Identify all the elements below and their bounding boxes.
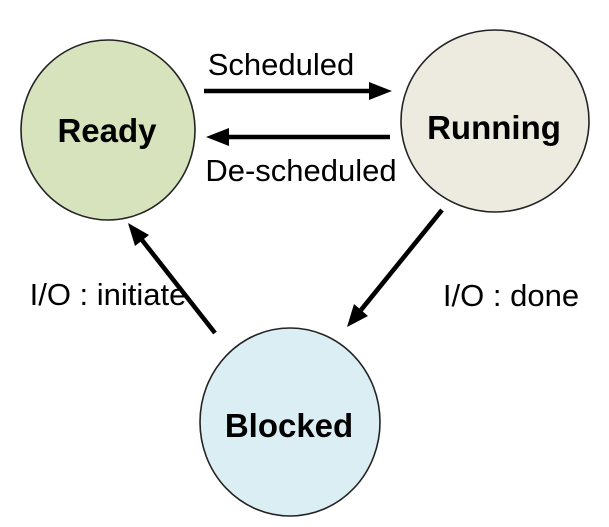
edge-io-done-line <box>140 238 217 335</box>
edge-io-done-arrowhead-icon <box>128 223 149 246</box>
edge-io-initiate-line <box>359 208 444 312</box>
node-running-label: Running <box>427 109 561 146</box>
edge-de-scheduled-label: De-scheduled <box>205 153 396 188</box>
node-blocked <box>199 327 381 517</box>
edge-io-initiate-label: I/O : done <box>443 278 579 313</box>
edge-scheduled-label: Scheduled <box>208 47 355 82</box>
edge-scheduled-arrowhead-icon <box>369 82 392 100</box>
edge-de-scheduled-arrowhead-icon <box>206 128 229 146</box>
node-ready <box>20 39 196 221</box>
edge-io-done-label: I/O : initiate <box>30 277 187 312</box>
node-blocked-label: Blocked <box>225 407 353 444</box>
edge-io-initiate-arrowhead-icon <box>347 304 368 327</box>
node-running <box>400 29 590 213</box>
node-ready-label: Ready <box>57 112 157 149</box>
